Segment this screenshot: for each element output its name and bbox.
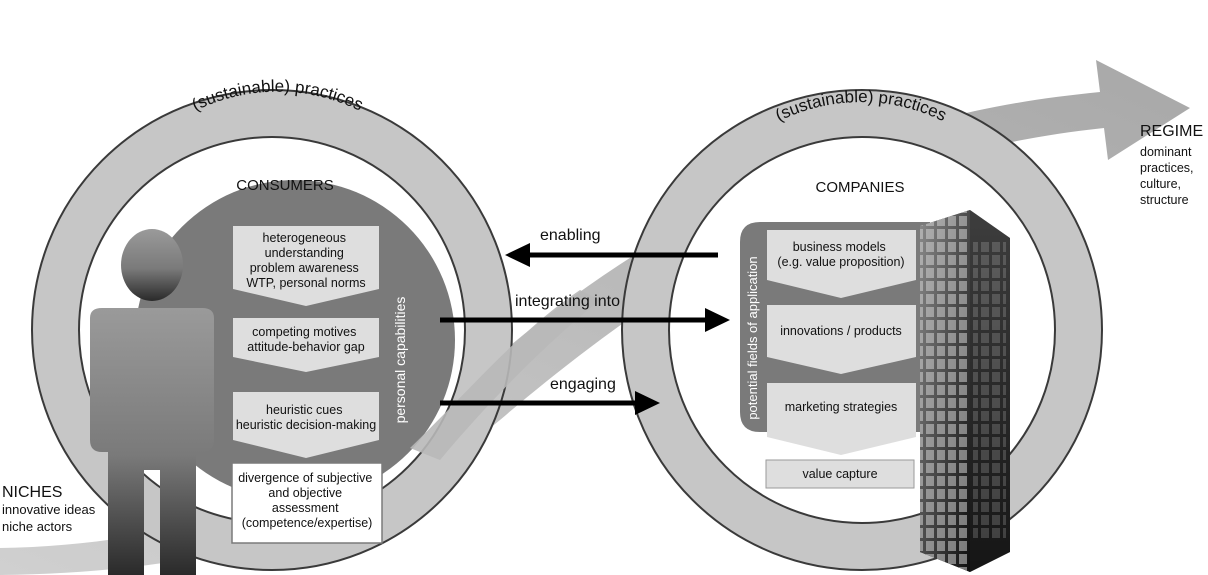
box-line: value capture [802, 467, 877, 481]
engaging-arrow [440, 391, 660, 415]
niches-title: NICHES [2, 484, 62, 501]
box-line: competing motives [252, 325, 356, 339]
integrating-arrow [440, 308, 730, 332]
box-line: heterogeneous [263, 231, 346, 245]
box-line: innovations / products [780, 324, 902, 338]
regime-legend: REGIME dominant practices, culture, stru… [1140, 123, 1203, 207]
svg-text:heterogeneous understand: heterogeneous understanding problem awar… [246, 231, 365, 290]
company-box-4: value capture [765, 459, 915, 489]
box-line: attitude-behavior gap [247, 340, 364, 354]
box-line: (competence/expertise) [242, 516, 373, 530]
box-line: and objective [268, 486, 342, 500]
transformation-label: TRANSFORMATION [929, 67, 1050, 102]
svg-text:innovations / products: innovations / products [780, 324, 902, 338]
box-line: (e.g. value proposition) [777, 255, 904, 269]
box-line: problem awareness [250, 261, 359, 275]
box-line: business models [793, 240, 886, 254]
svg-text:value capture: value capture [802, 467, 877, 481]
company-box-2: innovations / products [767, 305, 916, 374]
box-line: heuristic cues [266, 403, 342, 417]
consumer-box-3: heuristic cues heuristic decision-making [233, 392, 379, 458]
svg-text:marketing strategies: marketing strategies [785, 400, 898, 414]
regime-line: culture, [1140, 177, 1181, 191]
consumer-box-1: heterogeneous understanding problem awar… [233, 226, 379, 306]
box-line: understanding [265, 246, 344, 260]
company-box-3: marketing strategies [767, 383, 916, 455]
enabling-label: enabling [540, 227, 601, 244]
svg-text:competing motives attitu: competing motives attitude-behavior gap [247, 325, 364, 354]
regime-line: structure [1140, 193, 1189, 207]
niches-line: niche actors [2, 519, 73, 534]
regime-line: practices, [1140, 161, 1194, 175]
companies-title: COMPANIES [816, 179, 905, 196]
regime-title: REGIME [1140, 123, 1203, 140]
enabling-arrow [505, 243, 718, 267]
office-tower-icon [920, 210, 1010, 572]
svg-text:heuristic cues heuristic: heuristic cues heuristic decision-making [236, 403, 376, 432]
box-line: marketing strategies [785, 400, 898, 414]
box-line: divergence of subjective [238, 471, 372, 485]
fields-of-application-label: potential fields of application [745, 256, 760, 419]
box-line: assessment [272, 501, 339, 515]
regime-line: dominant [1140, 145, 1192, 159]
integrating-label: integrating into [515, 293, 620, 310]
box-line: WTP, personal norms [246, 276, 365, 290]
consumer-box-4: divergence of subjective and objective a… [231, 462, 383, 544]
box-line: heuristic decision-making [236, 418, 376, 432]
niches-legend: NICHES innovative ideas niche actors [2, 484, 96, 534]
company-box-1: business models (e.g. value proposition) [767, 230, 916, 298]
niches-line: innovative ideas [2, 502, 96, 517]
consumers-title: CONSUMERS [236, 177, 334, 194]
person-icon [90, 229, 214, 575]
svg-text:divergence of subjective: divergence of subjective and objective a… [238, 471, 376, 530]
svg-text:business models (e.g. va: business models (e.g. value proposition) [777, 240, 904, 269]
consumer-box-2: competing motives attitude-behavior gap [233, 318, 379, 372]
personal-capabilities-label: personal capabilities [392, 297, 408, 424]
engaging-label: engaging [550, 376, 616, 393]
